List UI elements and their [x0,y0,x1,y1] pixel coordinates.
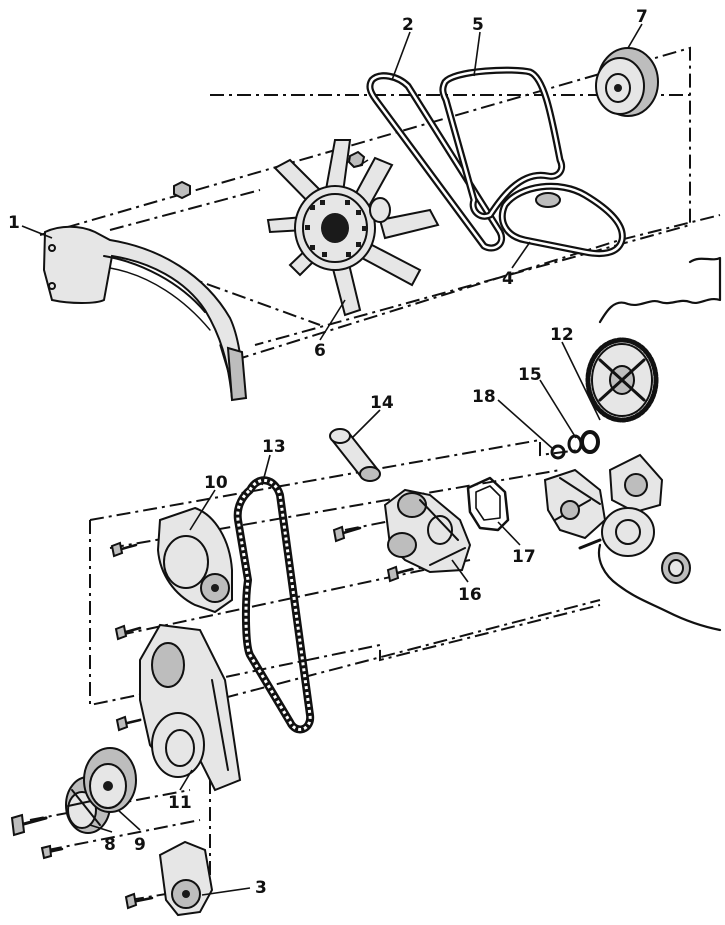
callout-3: 3 [255,878,267,898]
water-pump [383,488,472,574]
callout-11: 11 [168,793,192,813]
callout-16: 16 [458,585,482,605]
belt-tensioner [124,840,214,917]
timing-belt [233,476,315,734]
callout-labels: 1 2 3 4 5 6 7 8 9 10 11 12 13 14 15 16 1… [8,7,648,898]
callout-14: 14 [370,393,394,413]
crank-pulley-hub [83,747,137,813]
callout-2: 2 [402,15,414,35]
pulley-bolt [10,813,48,837]
callout-15: 15 [518,365,542,385]
v-belt-short [439,66,566,220]
callout-10: 10 [204,473,228,493]
callout-7: 7 [636,7,648,27]
callout-12: 12 [550,325,574,345]
callout-13: 13 [262,437,286,457]
water-pump-gasket [466,476,510,532]
callout-17: 17 [512,547,536,567]
crankshaft-pulley [595,47,659,117]
idler-pulley-bracket [156,506,233,614]
callout-5: 5 [472,15,484,35]
callout-leaders [21,23,643,896]
callout-9: 9 [134,835,146,855]
lower-timing-cover [139,623,242,792]
bolt-icon [173,180,191,200]
small-bolt [40,844,64,860]
callout-8: 8 [104,835,116,855]
nut-icon [347,150,366,169]
thermostat-sleeve [329,428,381,482]
callout-4: 4 [502,269,514,289]
bolt-icon [332,525,414,583]
callout-6: 6 [314,341,326,361]
v-belt-long [366,72,505,252]
power-steering-belt [498,182,626,257]
cooling-fan [266,139,440,317]
bolt-icon [110,541,142,732]
upper-timing-cover [42,225,248,402]
washer-ring [550,444,566,460]
callout-18: 18 [472,387,496,407]
engine-block-outline [597,256,722,632]
camshaft-sprocket [585,337,659,423]
callout-1: 1 [8,213,20,233]
rear-housing-assembly [543,453,691,584]
